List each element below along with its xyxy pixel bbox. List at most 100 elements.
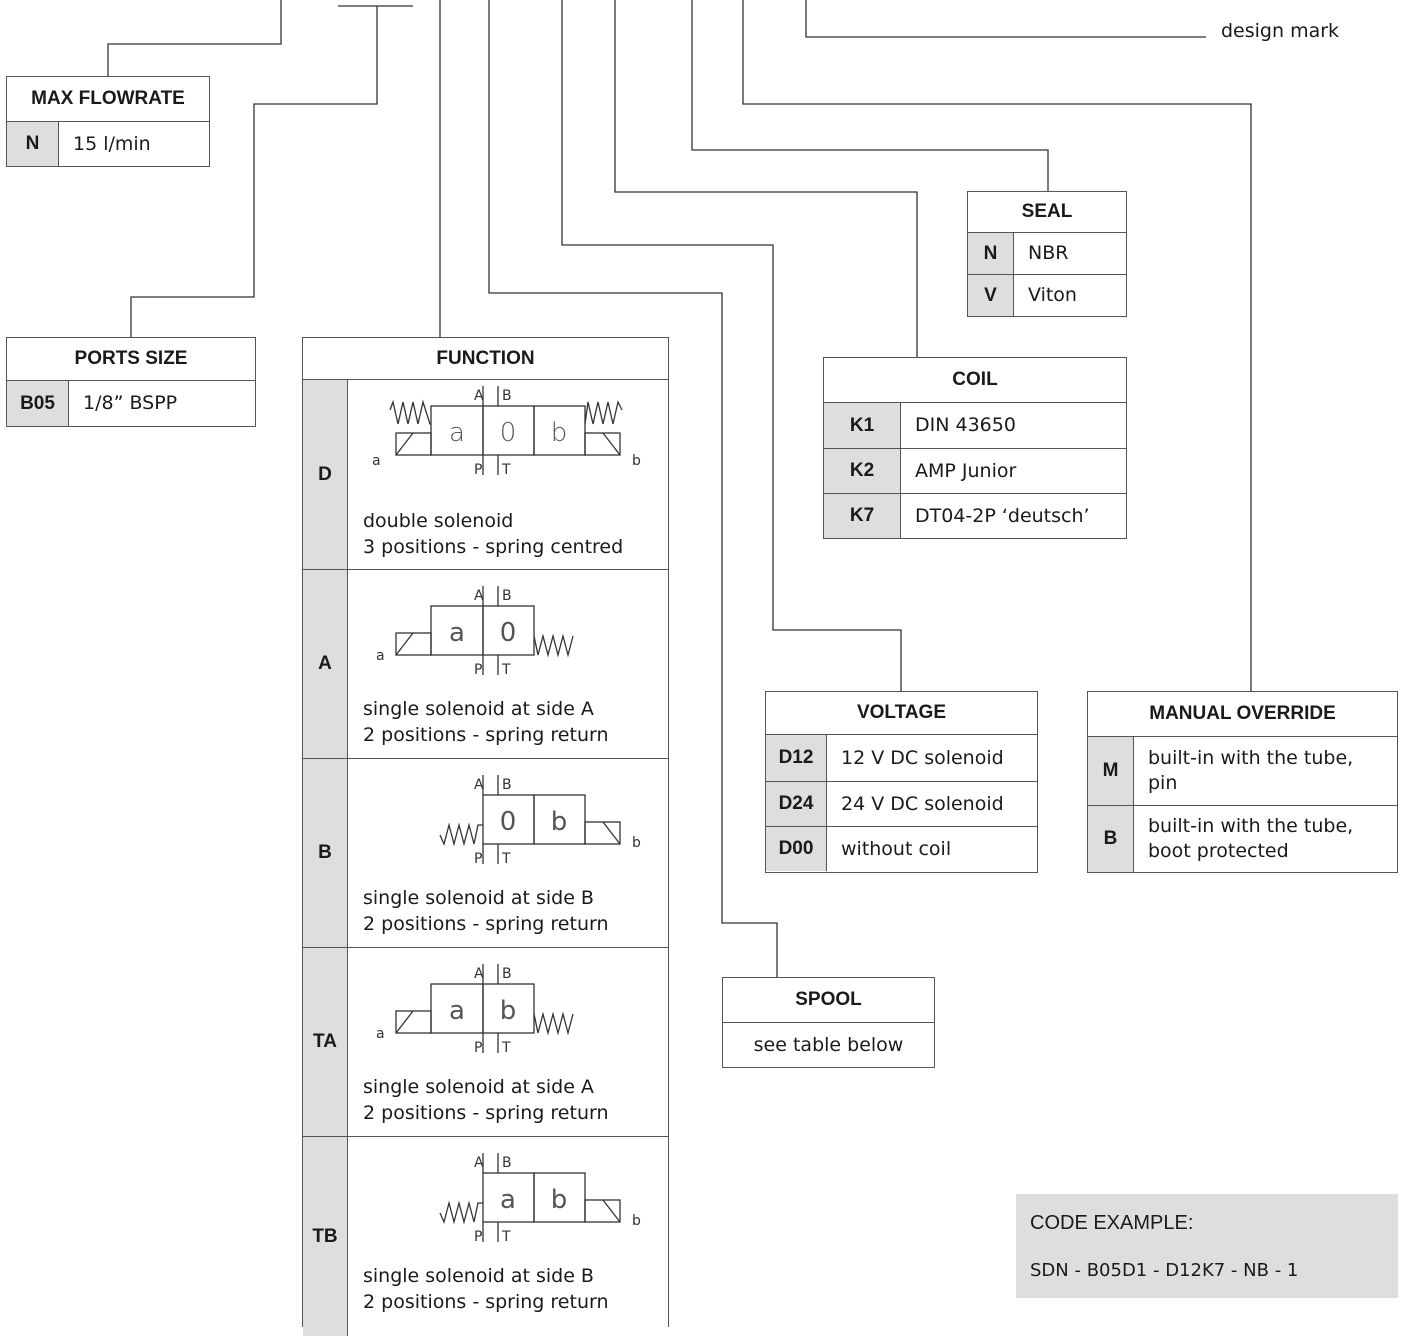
svg-text:0: 0 [500,807,517,837]
option-desc: without coil [841,837,952,860]
code-example-title: CODE EXAMPLE: [1030,1212,1194,1234]
svg-text:a: a [376,648,385,664]
function-line2: 2 positions - spring return [363,1291,609,1313]
function-row-d: D A B P T a b [303,380,668,569]
function-title: FUNCTION [303,338,668,380]
option-code: M [1088,737,1134,805]
coil-table: COIL K1 DIN 43650 K2 AMP Junior K7 DT04-… [823,357,1127,539]
spool-desc: see table below [753,1033,904,1056]
svg-text:P: P [474,1040,482,1056]
valve-symbol-ta: A B P T a a b [376,964,574,1056]
svg-text:P: P [474,1229,482,1245]
function-line2: 2 positions - spring return [363,913,609,935]
svg-text:a: a [449,996,465,1026]
option-code: B [303,759,348,947]
option-desc: 24 V DC solenoid [841,792,1004,815]
svg-text:a: a [449,618,465,648]
function-line1: single solenoid at side B [363,887,594,909]
svg-text:A: A [474,1155,484,1171]
option-code: TB [303,1137,348,1336]
option-code: K1 [824,403,901,448]
table-row: K2 AMP Junior [824,448,1126,493]
svg-text:b: b [551,1185,568,1215]
table-row: B05 1/8” BSPP [7,381,255,426]
option-code: D [303,380,348,569]
svg-text:T: T [501,851,511,867]
voltage-title: VOLTAGE [766,692,1037,735]
option-desc: 12 V DC solenoid [841,746,1004,769]
option-desc: NBR [1028,242,1069,264]
option-code: K7 [824,494,901,538]
ports-size-table: PORTS SIZE B05 1/8” BSPP [6,337,256,427]
table-row: B built-in with the tube, boot protected [1088,805,1397,872]
function-table: FUNCTION D A B P T a [302,337,669,1336]
table-row: K7 DT04-2P ‘deutsch’ [824,493,1126,538]
code-example-value: SDN - B05D1 - D12K7 - NB - 1 [1030,1260,1299,1281]
option-code: D24 [766,782,827,826]
valve-symbol-d: A B P T a b a 0 b [372,386,641,478]
option-code: N [968,233,1014,274]
valve-symbol-b: A B P T b 0 b [439,775,641,867]
table-row: D24 24 V DC solenoid [766,781,1037,826]
svg-text:b: b [500,996,517,1026]
option-desc: built-in with the tube, boot protected [1148,815,1354,862]
svg-text:T: T [501,662,511,678]
option-desc: DT04-2P ‘deutsch’ [915,504,1090,527]
svg-text:0: 0 [500,618,517,648]
function-line1: single solenoid at side A [363,1076,594,1098]
option-code: A [303,570,348,758]
code-example-box: CODE EXAMPLE: SDN - B05D1 - D12K7 - NB -… [1016,1194,1398,1298]
option-code: D12 [766,735,827,781]
svg-text:B: B [502,588,512,604]
svg-text:A: A [474,966,484,982]
valve-symbol-tb: A B P T b a b [439,1153,641,1245]
port-p-label: P [474,462,482,478]
option-code: K2 [824,449,901,493]
svg-text:A: A [474,588,484,604]
option-code: TA [303,948,348,1136]
spool-table: SPOOL see table below [722,977,935,1068]
svg-text:b: b [551,807,568,837]
table-row: D00 without coil [766,826,1037,871]
seal-title: SEAL [968,192,1126,233]
port-a-label: A [474,388,484,404]
svg-text:0: 0 [500,418,517,448]
function-line2: 3 positions - spring centred [363,536,624,558]
table-row: V Viton [968,274,1126,316]
valve-symbol-a: A B P T a a 0 [376,586,574,678]
function-row-a: A A B P T a a 0 [303,569,668,758]
svg-text:P: P [474,662,482,678]
svg-text:b: b [632,1213,641,1229]
svg-text:T: T [501,1040,511,1056]
option-code: B05 [7,381,69,426]
seal-table: SEAL N NBR V Viton [967,191,1127,317]
option-desc: Viton [1028,284,1077,306]
option-code: B [1088,806,1134,872]
solenoid-a-label: a [372,453,381,469]
table-row: N 15 l/min [7,122,209,166]
option-desc: 1/8” BSPP [83,392,178,414]
svg-text:P: P [474,851,482,867]
function-line1: single solenoid at side B [363,1265,594,1287]
voltage-table: VOLTAGE D12 12 V DC solenoid D24 24 V DC… [765,691,1038,873]
svg-text:B: B [502,966,512,982]
svg-text:b: b [551,418,568,448]
port-b-label: B [502,388,512,404]
function-row-ta: TA A B P T a a b [303,947,668,1136]
ports-size-title: PORTS SIZE [7,338,255,381]
option-desc: 15 l/min [73,132,151,155]
solenoid-b-label: b [632,453,641,469]
coil-title: COIL [824,358,1126,403]
svg-text:b: b [632,835,641,851]
manual-override-title: MANUAL OVERRIDE [1088,692,1397,737]
option-code: N [7,122,59,166]
option-code: D00 [766,827,827,871]
table-row: N NBR [968,233,1126,274]
option-desc: DIN 43650 [915,414,1016,436]
option-desc: built-in with the tube, pin [1148,747,1354,794]
option-code: V [968,275,1014,316]
svg-text:a: a [449,418,465,448]
max-flowrate-table: MAX FLOWRATE N 15 l/min [6,76,210,167]
function-row-tb: TB A B P T b a b [303,1136,668,1336]
